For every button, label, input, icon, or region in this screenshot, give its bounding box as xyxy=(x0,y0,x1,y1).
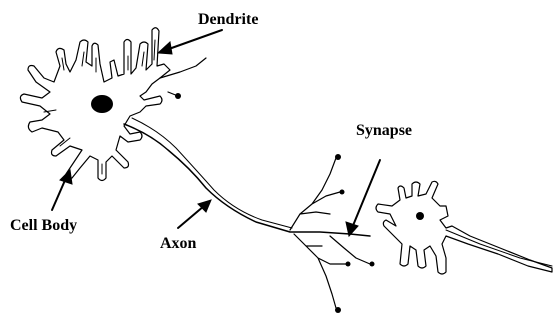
axon-arrow xyxy=(178,206,204,228)
dendrite-arrowhead xyxy=(158,42,172,54)
synapse-label: Synapse xyxy=(356,123,412,139)
dendrite-arrow xyxy=(166,30,222,50)
nucleus xyxy=(91,95,113,113)
cell-body-arrowhead xyxy=(60,170,72,184)
axon-label: Axon xyxy=(160,236,196,252)
cell-body-arrow xyxy=(52,178,66,210)
axon-terminal-dot xyxy=(346,262,351,267)
cell-body-label: Cell Body xyxy=(10,218,77,234)
dendrite-terminal-dot xyxy=(175,93,181,99)
axon-terminal-dot xyxy=(340,190,345,195)
second-cell-body xyxy=(376,181,552,274)
second-nucleus xyxy=(416,212,424,220)
dendrite-branch xyxy=(160,58,206,96)
axon-terminal-dot xyxy=(370,262,375,267)
axon-terminal-dot xyxy=(335,154,341,160)
axon-line-inner xyxy=(132,118,292,228)
synapse-arrow xyxy=(352,160,380,228)
dendrite-label: Dendrite xyxy=(198,12,258,28)
axon-terminal-dot xyxy=(335,307,341,313)
axon-line xyxy=(124,124,370,236)
